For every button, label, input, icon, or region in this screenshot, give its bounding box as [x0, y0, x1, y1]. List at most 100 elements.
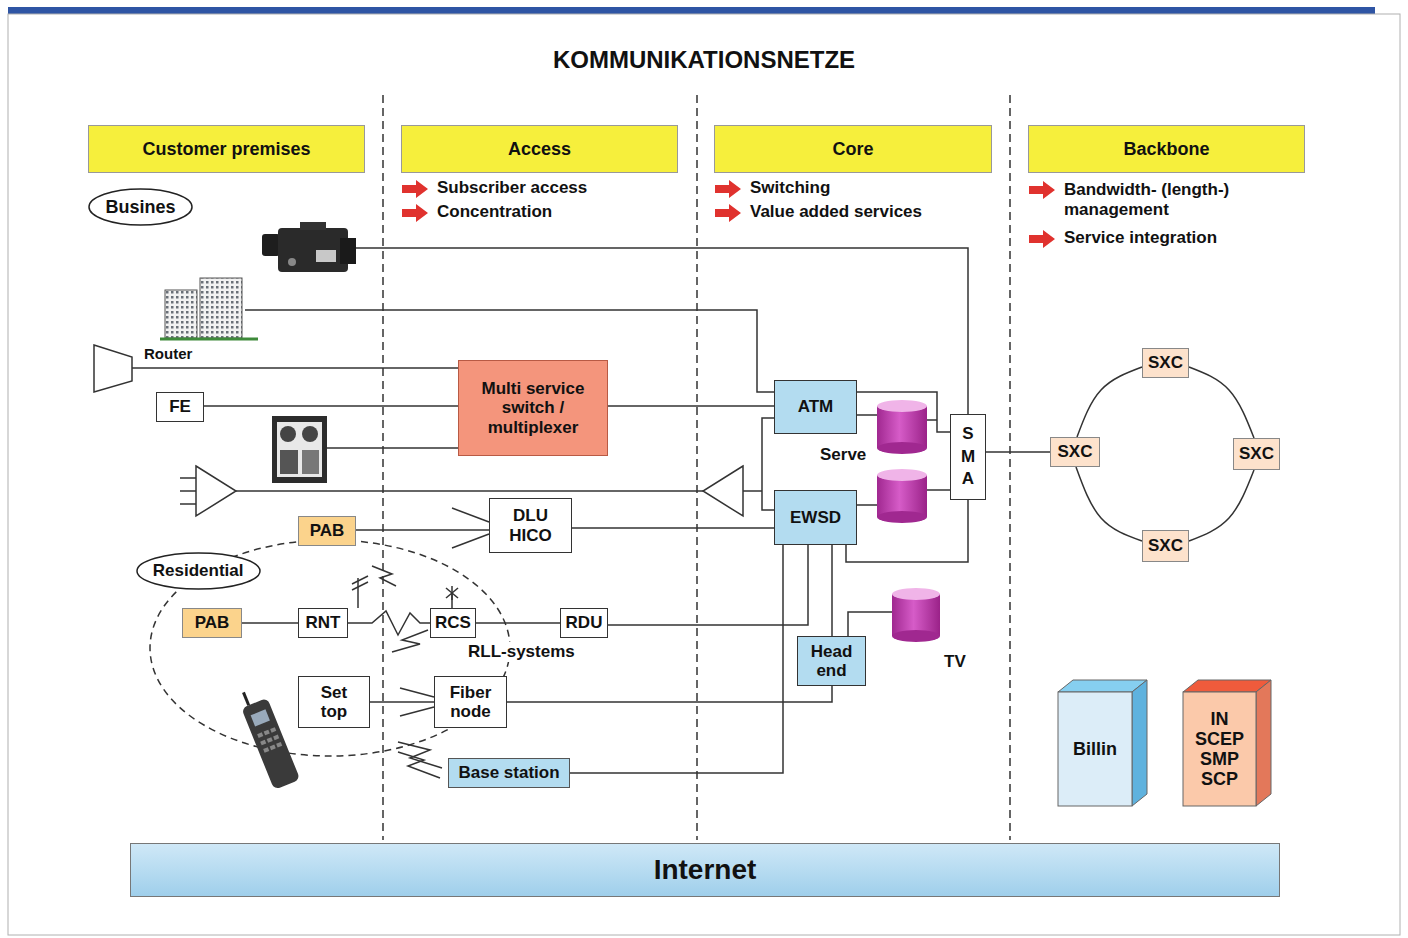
frame [8, 14, 1400, 935]
connector-line [1077, 367, 1142, 437]
video-camera [262, 222, 356, 272]
node-text-block: EWSD [790, 508, 841, 527]
sxc-box: SXC [1050, 437, 1100, 467]
connector-line [857, 392, 950, 432]
segment-ellipse: Residential [136, 552, 261, 590]
connector-line [1076, 467, 1142, 541]
connector-line [831, 545, 833, 636]
router-symbol [94, 345, 132, 392]
connector-line [570, 545, 783, 773]
node-label: Residential [153, 561, 244, 580]
node-label: PAB [195, 613, 230, 632]
device-box: RDU [560, 608, 608, 638]
node-text-block: Busines [105, 197, 175, 217]
annotation-label: Subscriber access [435, 178, 589, 198]
connector-line [608, 405, 774, 407]
node-label: Billin [1073, 739, 1117, 759]
device-box: FE [156, 392, 204, 422]
node-label: RCS [435, 613, 471, 632]
switch-box: ATM [774, 380, 857, 434]
node-label: Customer premises [142, 139, 310, 159]
node-label: DLU HICO [503, 506, 559, 544]
node-text-block: FE [169, 397, 191, 416]
device-box: RNT [298, 608, 348, 638]
connector-line [356, 529, 489, 531]
connector-line [476, 622, 560, 624]
diagram-title: KOMMUNIKATIONSNETZE [0, 46, 1408, 74]
annotation-label: Value added services [748, 202, 924, 222]
device-box: RCS [430, 608, 476, 638]
node-label: Head end [804, 642, 860, 680]
node-label: Busines [105, 197, 175, 217]
node-text-block: Access [508, 139, 571, 159]
connector-line [242, 622, 298, 624]
node-text-block: ATM [798, 397, 834, 416]
node-label: SXC [1148, 536, 1183, 555]
node-label: SXC [1239, 444, 1274, 463]
in-server: IN SCEP SMP SCP [1183, 680, 1271, 806]
node-label: SMA [960, 423, 977, 492]
node-label: PAB [310, 521, 345, 540]
connector-line [1189, 470, 1254, 541]
amplifier-symbol [180, 466, 743, 516]
connector-line [846, 500, 968, 562]
node-label: ATM [798, 397, 834, 416]
node-text-block: Core [832, 139, 873, 159]
node-text-block: Multi service switch / multiplexer [467, 379, 599, 436]
billing-server: Billin [1058, 680, 1147, 806]
node-label: Multi service switch / multiplexer [467, 379, 599, 436]
node-label: Internet [654, 854, 757, 885]
base-station-box: Base station [448, 758, 570, 788]
annotation-label: Service integration [1062, 228, 1219, 248]
node-text-block: SXC [1148, 536, 1183, 555]
node-label: SXC [1148, 353, 1183, 372]
wires [132, 248, 968, 778]
annotation-label: Serve [818, 445, 868, 465]
sxc-box: SXC [1142, 348, 1189, 378]
database-cylinders [877, 400, 940, 642]
node-label: RNT [306, 613, 341, 632]
node-text-block: SXC [1239, 444, 1274, 463]
internet-band: Internet [130, 843, 1280, 897]
node-text-block: Residential [153, 561, 244, 580]
top-bar [8, 7, 1375, 14]
annotation-label: Bandwidth- (length-) management [1062, 180, 1281, 221]
node-text-block: Billin [1073, 739, 1117, 759]
mobile-phone [236, 685, 300, 790]
office-building [160, 278, 258, 339]
connector-line [608, 545, 808, 625]
annotation-label: TV [942, 652, 968, 672]
zone-dividers [383, 95, 1010, 840]
head-end-box: Head end [797, 636, 866, 686]
node-text-block: RNT [306, 613, 341, 632]
annotation-label: RLL-systems [466, 642, 577, 662]
node-label: Access [508, 139, 571, 159]
connector-line [348, 611, 430, 635]
node-text-block: PAB [310, 521, 345, 540]
zone-header: Access [401, 125, 678, 173]
node-label: Backbone [1123, 139, 1209, 159]
switch-box: EWSD [774, 490, 857, 545]
device-box: Fiber node [434, 676, 507, 728]
node-text-block: RCS [435, 613, 471, 632]
node-label: Core [832, 139, 873, 159]
pab-box: PAB [182, 608, 242, 638]
node-text-block: RDU [566, 613, 603, 632]
equipment-rack [272, 416, 327, 483]
connector-line [572, 527, 774, 529]
node-label: Fiber node [443, 683, 499, 721]
connector-line [370, 701, 434, 703]
pab-box: PAB [298, 516, 356, 546]
node-text-block: DLU HICO [503, 506, 559, 544]
annotation-label: Router [142, 345, 194, 363]
connector-line [204, 405, 458, 407]
node-text-block: Head end [804, 642, 860, 680]
node-label: FE [169, 397, 191, 416]
device-box: Set top [298, 676, 370, 728]
node-label: Base station [458, 763, 559, 782]
sxc-box: SXC [1233, 438, 1280, 470]
annotation-label: Switching [748, 178, 832, 198]
node-text-block: Customer premises [142, 139, 310, 159]
dlu-box: DLU HICO [489, 498, 572, 553]
sxc-box: SXC [1142, 530, 1189, 562]
